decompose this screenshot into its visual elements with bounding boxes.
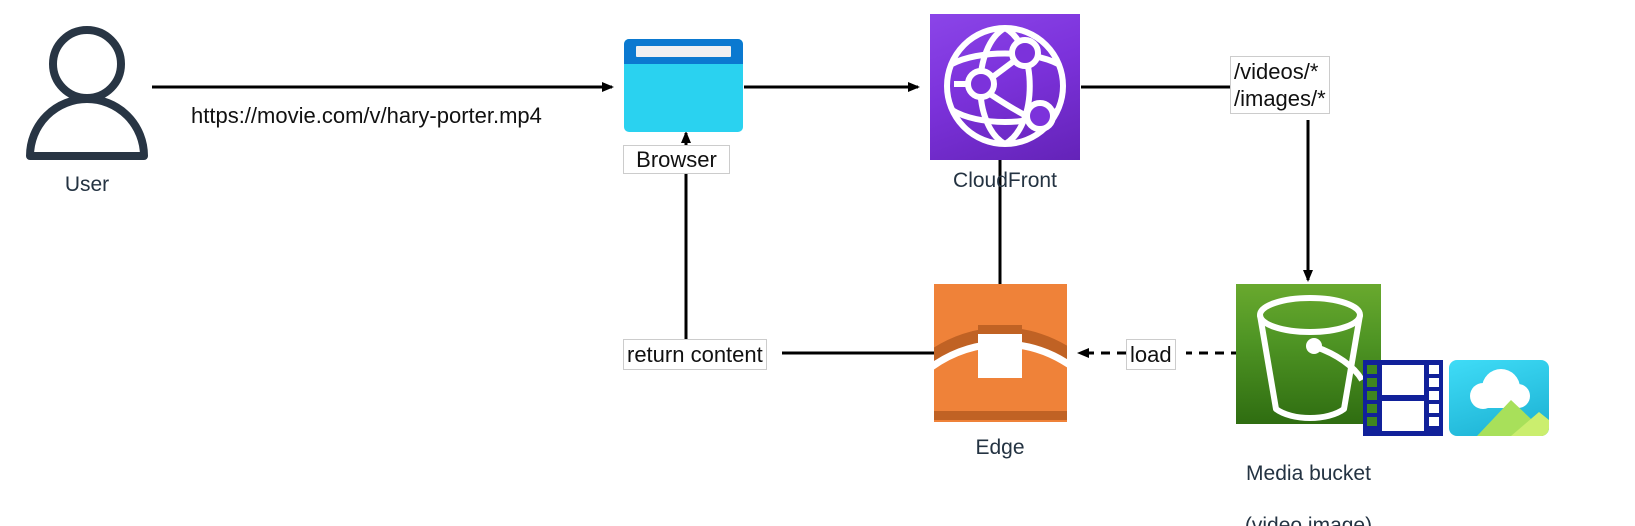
load-label: load	[1126, 339, 1176, 370]
browser-caption: Browser	[623, 145, 730, 174]
s3-bucket-icon	[1236, 284, 1381, 424]
browser-window-icon	[624, 39, 743, 132]
path-patterns-label: /videos/* /images/*	[1230, 56, 1330, 114]
media-bucket-caption-line2: (video,image)	[1244, 514, 1373, 526]
browser-address-bar	[636, 46, 731, 57]
photo-cloud-icon	[1449, 360, 1549, 436]
return-content-label: return content	[623, 339, 767, 370]
user-icon	[22, 22, 152, 160]
media-bucket-caption-line1: Media bucket	[1246, 462, 1371, 485]
browser-titlebar	[624, 39, 743, 64]
film-strip-icon	[1363, 360, 1443, 436]
cloudfront-globe-icon	[930, 14, 1080, 160]
cloudfront-caption: CloudFront	[953, 169, 1057, 192]
request-url-label: https://movie.com/v/hary-porter.mp4	[188, 101, 545, 130]
user-caption: User	[64, 173, 110, 196]
edge-caption: Edge	[975, 436, 1025, 459]
edge-location-icon	[934, 284, 1067, 422]
media-bucket-caption: Media bucket (video,image)	[1216, 435, 1401, 526]
